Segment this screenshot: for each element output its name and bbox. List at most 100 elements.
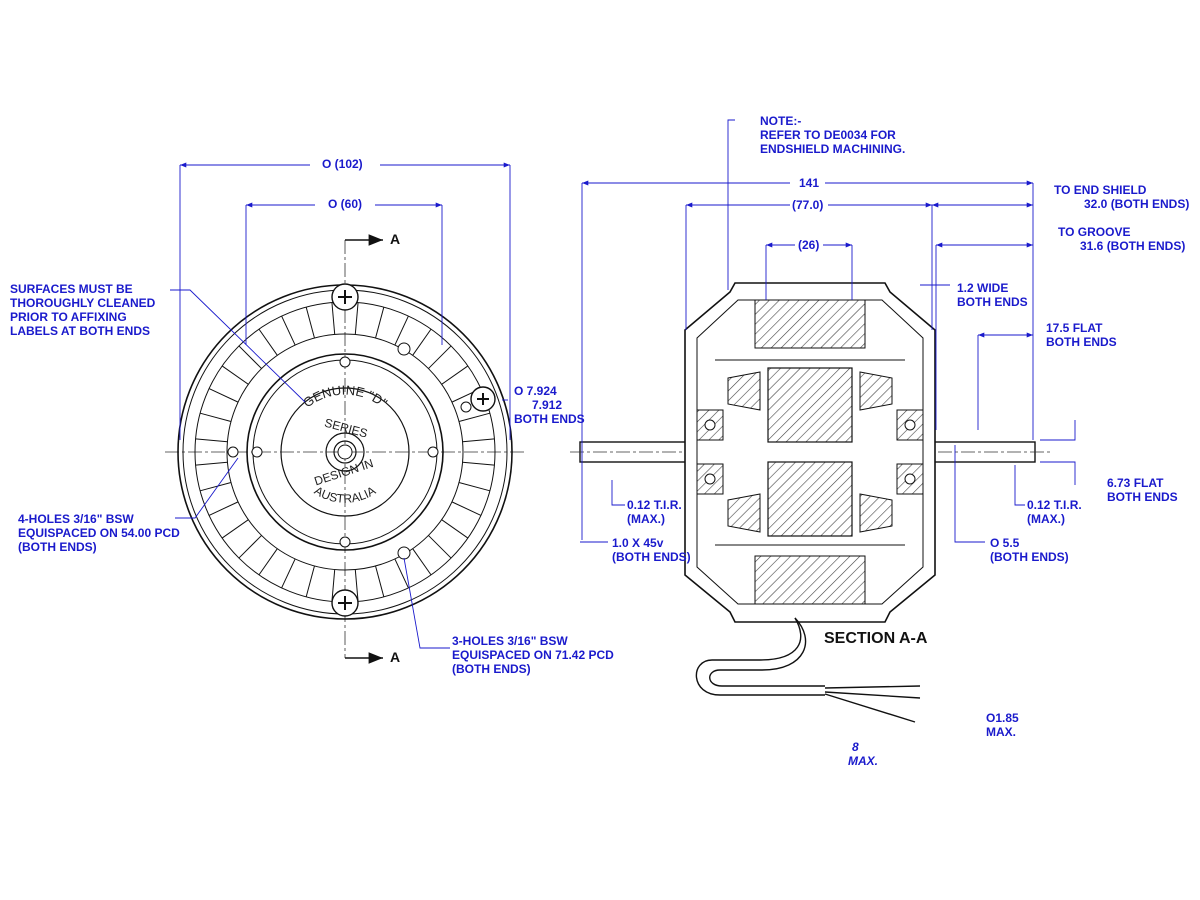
winding-left-top	[727, 371, 761, 411]
lead-wires	[824, 685, 921, 723]
note-4holes-line3: (BOTH ENDS)	[18, 540, 97, 554]
shaft-dia-line2: 7.912	[532, 398, 563, 412]
dim-overall-length: 141	[799, 176, 820, 190]
stator-top	[754, 299, 866, 349]
groove-diameter-line1: O 5.5	[990, 536, 1020, 550]
groove-diameter-line2: (BOTH ENDS)	[990, 550, 1069, 564]
rotor-bottom	[767, 461, 853, 537]
shaft-circle	[333, 440, 357, 464]
cooling-fin	[428, 535, 452, 559]
lead-strip-note: 8 MAX.	[848, 740, 878, 768]
housing-outline	[684, 282, 936, 623]
tir-left-note: 0.12 T.I.R. (MAX.)	[627, 498, 682, 526]
tir-right-line2: (MAX.)	[1027, 512, 1065, 526]
shaft-flat-circle	[337, 444, 353, 460]
cooling-fin	[441, 365, 469, 385]
note-4holes-line1: 4-HOLES 3/16" BSW	[18, 512, 134, 526]
note-surfaces-line2: THOROUGHLY CLEANED	[10, 296, 156, 310]
cooling-fin	[195, 461, 228, 466]
cooling-fin	[258, 548, 278, 576]
cooling-fins	[195, 302, 495, 602]
cooling-fin	[354, 302, 359, 335]
endshield-circle	[246, 353, 444, 551]
note-endshield: NOTE:- REFER TO DE0034 FOR ENDSHIELD MAC…	[760, 114, 905, 156]
cooling-fin	[462, 438, 495, 443]
note-4holes: 4-HOLES 3/16" BSW EQUISPACED ON 54.00 PC…	[18, 512, 180, 554]
note-line1: NOTE:-	[760, 114, 802, 128]
mounting-lug-right	[470, 386, 496, 412]
tir-left-line1: 0.12 T.I.R.	[627, 498, 682, 512]
cooling-fin	[441, 519, 469, 539]
section-marker-bottom: A	[390, 649, 401, 665]
to-end-shield-note: TO END SHIELD 32.0 (BOTH ENDS)	[1054, 183, 1189, 211]
lead-strip-line1: 8	[852, 740, 859, 754]
dim-stack-length: (26)	[798, 238, 820, 252]
to-end-shield-line1: TO END SHIELD	[1054, 183, 1147, 197]
emboss-line3: DESIGN IN	[312, 456, 375, 488]
dim-body-length: (77.0)	[792, 198, 824, 212]
flat-depth-line2: BOTH ENDS	[1107, 490, 1178, 504]
cooling-fin	[281, 315, 296, 346]
note-3holes-line3: (BOTH ENDS)	[452, 662, 531, 676]
lead-diameter-note: O1.85 MAX.	[986, 711, 1019, 739]
cooling-fin	[221, 365, 249, 385]
cooling-fin	[199, 412, 232, 422]
label-area-circle	[280, 387, 410, 517]
tir-right-note: 0.12 T.I.R. (MAX.)	[1027, 498, 1082, 526]
emboss-line2: SERIES	[323, 416, 369, 441]
dim-inner-diameter: O (60)	[328, 197, 363, 211]
cooling-fin	[238, 345, 262, 369]
section-dimensions	[580, 119, 1076, 543]
to-end-shield-line2: 32.0 (BOTH ENDS)	[1084, 197, 1190, 211]
cooling-fin	[208, 501, 239, 516]
note-4holes-line2: EQUISPACED ON 54.00 PCD	[18, 526, 180, 540]
flat-depth-line1: 6.73 FLAT	[1107, 476, 1164, 490]
cooling-fin	[458, 482, 491, 492]
chamfer-line1: 1.0 X 45v	[612, 536, 664, 550]
note-line2: REFER TO DE0034 FOR	[760, 128, 896, 142]
front-dimensions	[170, 162, 511, 649]
cooling-fin	[305, 306, 315, 339]
section-marker-top: A	[390, 231, 401, 247]
winding-right-top	[859, 371, 893, 411]
note-3holes: 3-HOLES 3/16" BSW EQUISPACED ON 71.42 PC…	[452, 634, 614, 676]
front-view: GENUINE "D" SERIES DESIGN IN AUSTRALIA	[165, 162, 525, 664]
tir-left-line2: (MAX.)	[627, 512, 665, 526]
vent-inner-circle	[226, 333, 464, 571]
cooling-fin	[305, 565, 315, 598]
rotor-top	[767, 367, 853, 443]
cooling-fin	[208, 388, 239, 403]
flat-length-note: 17.5 FLAT BOTH ENDS	[1046, 321, 1117, 349]
note-surfaces: SURFACES MUST BE THOROUGHLY CLEANED PRIO…	[10, 282, 155, 338]
cooling-fin	[281, 558, 296, 589]
groove-width-note: 1.2 WIDE BOTH ENDS	[957, 281, 1028, 309]
cooling-fin	[458, 412, 491, 422]
winding-right-bottom	[859, 493, 893, 533]
cooling-fin	[375, 565, 385, 598]
note-3holes-line2: EQUISPACED ON 71.42 PCD	[452, 648, 614, 662]
hub-circle	[325, 432, 365, 472]
cooling-fin	[394, 558, 409, 589]
shaft-dia-line1: O 7.924	[514, 384, 557, 398]
note-surfaces-line4: LABELS AT BOTH ENDS	[10, 324, 150, 338]
pcd-holes	[227, 342, 472, 560]
note-line3: ENDSHIELD MACHINING.	[760, 142, 906, 156]
cooling-fin	[331, 569, 336, 602]
cooling-fin	[412, 328, 432, 356]
tir-right-line1: 0.12 T.I.R.	[1027, 498, 1082, 512]
section-title: SECTION A-A	[824, 630, 928, 647]
lead-cable	[695, 617, 802, 696]
to-groove-line1: TO GROOVE	[1058, 225, 1131, 239]
dim-outer-diameter: O (102)	[322, 157, 363, 171]
shaft-diameter-note: O 7.924 7.912 BOTH ENDS	[514, 384, 585, 426]
cooling-fin	[221, 519, 249, 539]
groove-diameter-note: O 5.5 (BOTH ENDS)	[990, 536, 1069, 564]
shaft-dia-line3: BOTH ENDS	[514, 412, 585, 426]
cooling-fin	[375, 306, 385, 339]
mounting-lug-bottom	[331, 589, 359, 617]
cooling-fin	[451, 501, 482, 516]
lead-diameter-line1: O1.85	[986, 711, 1019, 725]
flat-length-line2: BOTH ENDS	[1046, 335, 1117, 349]
